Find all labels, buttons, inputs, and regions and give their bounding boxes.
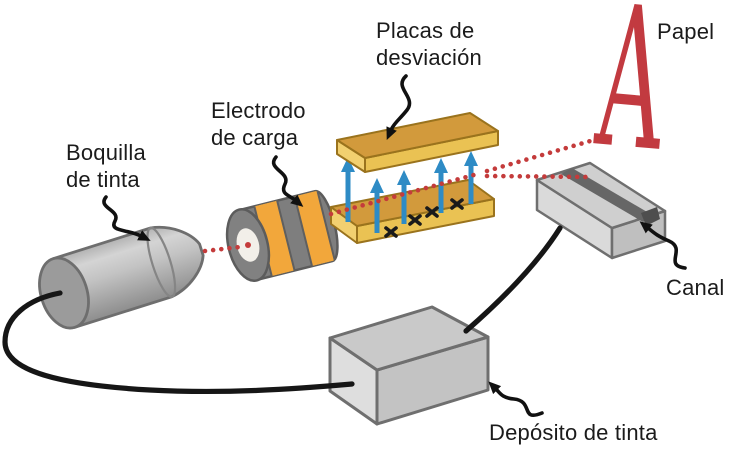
ink-nozzle: [38, 225, 205, 330]
field-arrow-icon: [464, 151, 478, 204]
label-ink-nozzle: Boquilla de tinta: [66, 140, 146, 192]
label-deflection-plates: Placas de desviación: [376, 18, 482, 70]
label-paper: Papel: [657, 19, 715, 44]
label-gutter: Canal: [666, 275, 725, 300]
nozzle-cone-seam: [146, 226, 177, 298]
canal-arrow-icon: [639, 221, 687, 270]
deposito-arrow-icon: [488, 381, 544, 417]
droplet-in-electrode-hole: [245, 242, 251, 248]
electrodo-arrow-icon: [271, 155, 304, 207]
ink-droplet-beam: [202, 132, 614, 254]
droplet-stream-to-paper: [484, 132, 614, 174]
electric-field-arrows: [341, 151, 478, 233]
field-arrow-icon: [397, 170, 411, 224]
droplet-stream-through-plates: [328, 170, 484, 217]
boquilla-arrow-icon: [102, 195, 151, 241]
droplet-stream-nozzle-to-electrode: [202, 244, 243, 254]
label-ink-reservoir: Depósito de tinta: [489, 420, 658, 445]
ink-tube-nozzle-to-reservoir: [2, 290, 355, 395]
field-arrow-icon: [370, 178, 384, 233]
x-mark-icon: [450, 198, 464, 210]
x-mark-icon: [408, 214, 422, 226]
ink-reservoir: [328, 305, 490, 426]
charging-electrode: [225, 188, 339, 282]
label-charging-electrode: Electrodo de carga: [211, 98, 306, 150]
placas-arrow-icon: [386, 74, 412, 140]
label-pointer-arrows: [102, 74, 687, 417]
field-arrow-icon: [434, 158, 448, 213]
x-mark-icon: [425, 206, 439, 218]
droplet-stream-to-gutter: [484, 173, 592, 180]
gutter-slot: [561, 168, 654, 222]
field-arrow-icon: [341, 157, 355, 222]
ink-tube-reservoir-to-gutter: [463, 225, 563, 334]
gutter: [535, 161, 667, 260]
charge-x-marks: [384, 198, 464, 238]
x-mark-icon: [384, 226, 398, 238]
deflection-plate-top: [336, 112, 499, 173]
